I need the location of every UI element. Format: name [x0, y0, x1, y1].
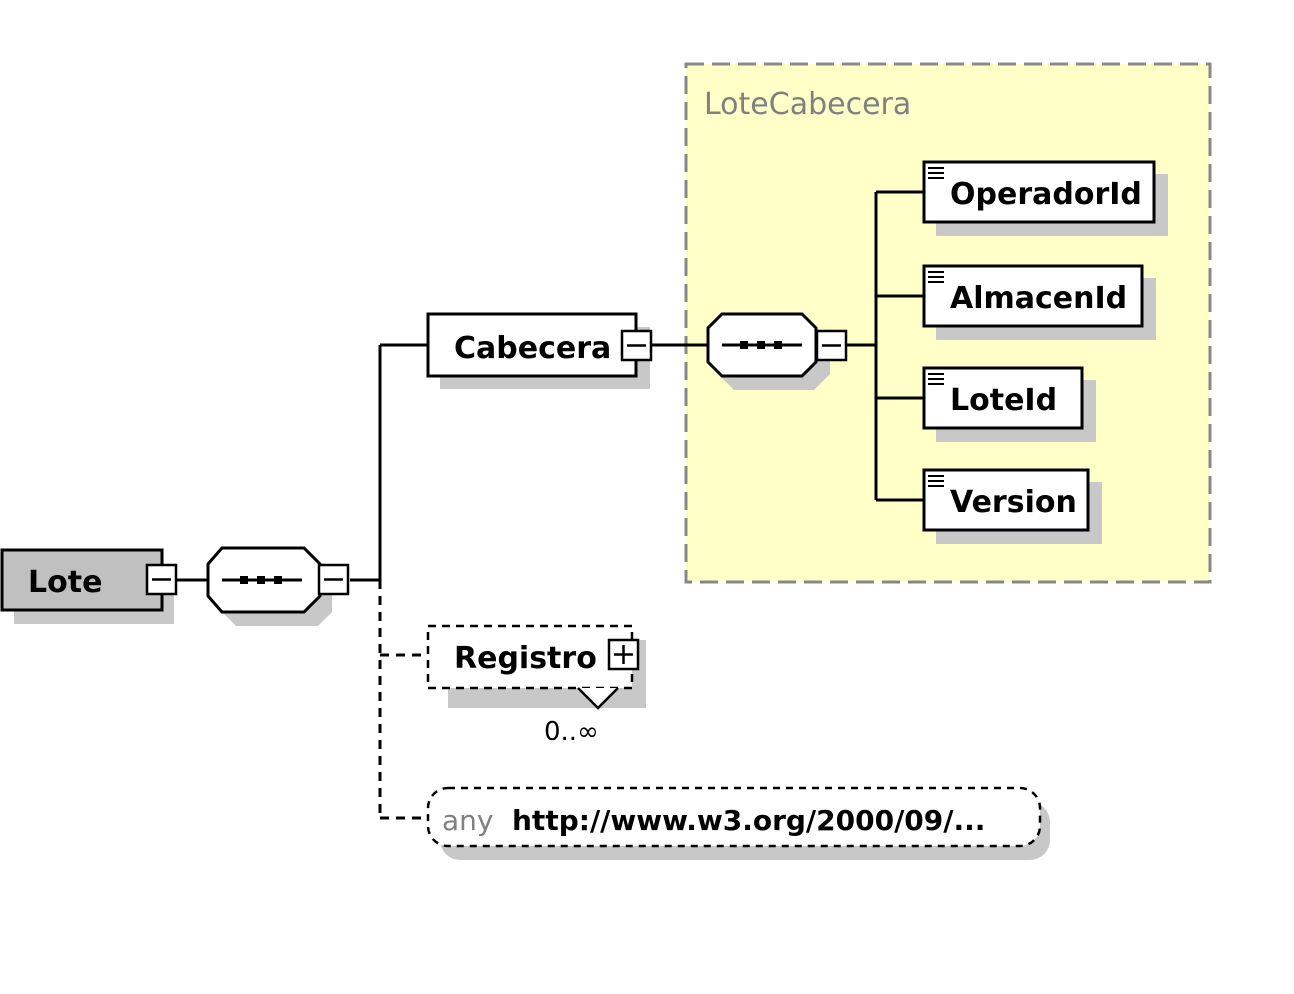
wildcard-any-namespace: http://www.w3.org/2000/09/... — [512, 804, 985, 837]
collapse-toggle-cabecera[interactable] — [620, 329, 653, 362]
connector-lines — [176, 190, 924, 582]
element-registro-label: Registro — [454, 641, 597, 676]
simple-content-icon — [928, 373, 944, 385]
element-cabecera-label: Cabecera — [454, 331, 611, 366]
expand-toggle-registro[interactable] — [607, 638, 640, 671]
optional-connector-lines — [378, 580, 428, 820]
wildcard-any[interactable]: any http://www.w3.org/2000/09/... — [426, 786, 1050, 860]
group-lotecabecera-label: LoteCabecera — [704, 87, 911, 122]
sequence-compositor-root[interactable] — [206, 546, 332, 626]
collapse-toggle-lote[interactable] — [145, 563, 178, 596]
element-loteid[interactable]: LoteId — [922, 366, 1096, 442]
simple-content-icon — [928, 475, 944, 487]
element-almacenid[interactable]: AlmacenId — [922, 264, 1156, 340]
element-operadorid[interactable]: OperadorId — [922, 160, 1168, 236]
element-lote-label: Lote — [28, 565, 102, 600]
element-almacenid-label: AlmacenId — [950, 281, 1127, 316]
element-registro[interactable]: Registro 0..∞ — [426, 624, 646, 747]
wildcard-any-prefix: any — [442, 804, 493, 837]
simple-content-icon — [928, 167, 944, 179]
element-version-label: Version — [950, 485, 1077, 520]
registro-cardinality: 0..∞ — [544, 717, 599, 747]
simple-content-icon — [928, 271, 944, 283]
element-loteid-label: LoteId — [950, 383, 1057, 418]
element-operadorid-label: OperadorId — [950, 177, 1142, 212]
element-cabecera[interactable]: Cabecera — [426, 312, 650, 389]
sequence-compositor-cabecera[interactable] — [706, 312, 830, 390]
collapse-toggle-root-sequence[interactable] — [317, 563, 350, 596]
element-lote[interactable]: Lote — [0, 548, 174, 624]
collapse-toggle-cabecera-sequence[interactable] — [815, 329, 848, 362]
element-version[interactable]: Version — [922, 468, 1102, 544]
